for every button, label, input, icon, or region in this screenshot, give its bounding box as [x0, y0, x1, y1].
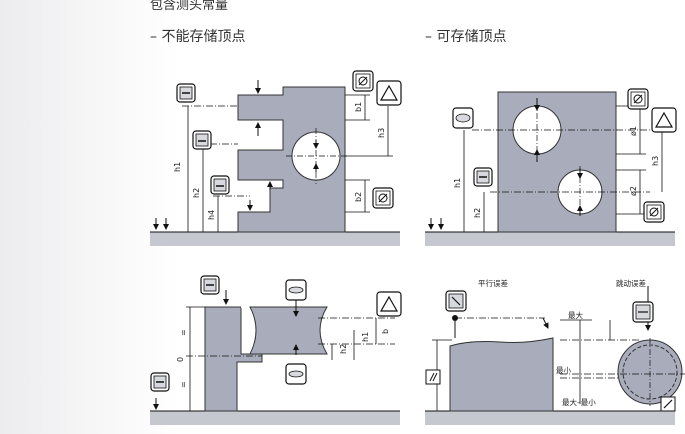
dim-label-b: b	[381, 329, 390, 334]
diameter-icon[interactable]	[352, 70, 374, 92]
diameter-icon[interactable]	[643, 201, 665, 223]
dim-label-d1: ø1	[629, 126, 638, 136]
dim-label-h2: h2	[192, 188, 201, 198]
dim-label-eq-lower: =	[179, 381, 188, 388]
workpiece	[449, 337, 554, 412]
probe-down-icon[interactable]	[285, 279, 307, 301]
runout-icon[interactable]	[632, 301, 654, 323]
workpiece-l	[204, 306, 263, 412]
triangle-icon[interactable]	[376, 291, 402, 317]
page-title: 包含测头常量	[150, 0, 229, 13]
diagram-bottom-left: = 0 = b h1 h2	[150, 275, 402, 425]
dim-label-h3: h3	[377, 128, 386, 138]
parallel-icon[interactable]	[425, 369, 441, 385]
dim-label-h1: h1	[173, 162, 182, 172]
dim-label-d2: ø2	[629, 186, 638, 196]
dim-label-b1: b1	[354, 102, 363, 112]
label-max: 最大	[568, 310, 583, 320]
base-plate	[150, 411, 400, 425]
triangle-icon[interactable]	[651, 107, 677, 133]
diagram-top-left: h1 h2 h4 b1 h3 b2	[150, 70, 402, 246]
double-arrow-icon[interactable]	[176, 83, 196, 103]
diagram-bottom-right: 平行误差 跳动误差 最大 最小 最大–最小	[425, 278, 685, 425]
print-icon[interactable]	[660, 396, 676, 412]
dim-label-zero: 0	[176, 357, 185, 362]
runout-icon[interactable]	[445, 290, 467, 312]
probe-down-icon[interactable]	[200, 275, 220, 295]
dim-label-h1: h1	[361, 332, 370, 342]
label-min: 最小	[556, 366, 571, 375]
section-heading-right: – 可存储顶点	[425, 29, 507, 45]
diagram-top-right: h1 h2 ø1 h3 ø2	[425, 88, 677, 246]
dim-label-h1: h1	[453, 178, 462, 188]
probe-down-icon[interactable]	[150, 372, 170, 392]
base-plate	[425, 232, 675, 246]
workpiece-waist	[249, 306, 328, 355]
label-parallel-error: 平行误差	[478, 278, 508, 288]
section-heading-left: – 不能存储顶点	[150, 29, 246, 45]
probe-down-icon[interactable]	[473, 167, 493, 187]
dim-label-b2: b2	[354, 192, 363, 202]
base-plate	[425, 411, 675, 425]
triangle-icon[interactable]	[376, 80, 402, 106]
label-max-minus-min: 最大–最小	[562, 397, 596, 407]
dim-label-eq-upper: =	[179, 329, 188, 336]
probe-down-icon[interactable]	[192, 130, 212, 150]
double-arrow-icon[interactable]	[452, 107, 474, 129]
dim-label-h3: h3	[651, 156, 660, 166]
dim-label-h2: h2	[339, 344, 348, 354]
base-plate	[150, 232, 400, 246]
diameter-icon[interactable]	[372, 187, 394, 209]
dim-label-h2: h2	[473, 208, 482, 218]
probe-up-icon[interactable]	[285, 363, 307, 385]
dim-label-h4: h4	[207, 210, 216, 220]
probe-up-icon[interactable]	[210, 175, 230, 195]
workpiece	[497, 91, 617, 233]
diameter-icon[interactable]	[627, 88, 649, 110]
label-runout-error: 跳动误差	[616, 278, 646, 288]
